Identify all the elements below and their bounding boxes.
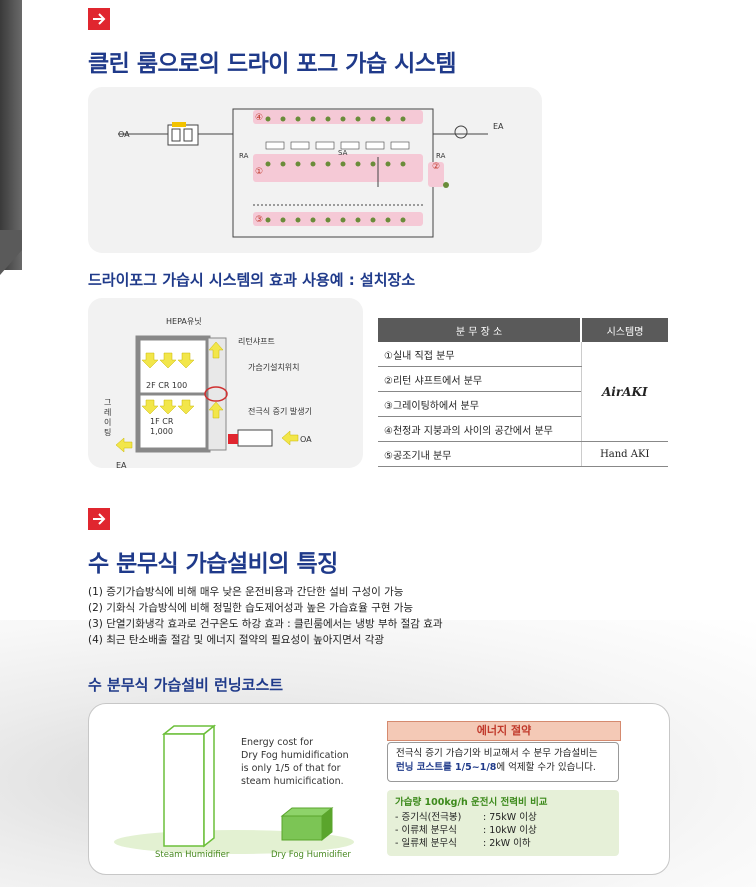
steam-humidifier-bar [161, 724, 217, 848]
table-cell-location: ②리턴 샤프트에서 분무 [378, 366, 581, 392]
table-cell-location: ①실내 직접 분무 [378, 342, 581, 367]
diagram-marker-2: ② [432, 162, 440, 172]
saving-note: 전극식 증기 가습기와 비교해서 수 분무 가습설비는 런닝 코스트를 1/5~… [387, 742, 619, 782]
power-compare-box: 가습량 100kg/h 운전시 전력비 비교 - 증기식(전극봉): 75kW … [387, 790, 619, 856]
section1-title: 클린 룸으로의 드라이 포그 가습 시스템 [88, 51, 457, 77]
diagram-marker-4: ④ [255, 113, 263, 123]
compare-title: 가습량 100kg/h 운전시 전력비 비교 [395, 797, 548, 808]
steam-humidifier-label: Steam Humidifier [155, 850, 230, 860]
building-diagram: HEPA유닛 리턴샤프트 가습기설치위치 전극식 증기 발생기 2F CR 10… [115, 316, 312, 470]
table-row: ⑤공조기내 분무 Hand AKI [378, 441, 668, 467]
diagram-oa-label: OA [118, 130, 130, 139]
energy-note-line: Energy cost for [241, 737, 314, 748]
energy-saving-tag: 에너지 절약 [387, 721, 621, 741]
energy-note-line: Dry Fog humidification [241, 750, 349, 761]
clean-room-system-diagram: OA EA RA RA SA ④ ① ② ③ [118, 108, 504, 238]
table-cell-location: ③그레이팅하에서 분무 [378, 391, 581, 417]
cost-bar-chart [114, 724, 354, 854]
dry-fog-humidifier-bar [280, 806, 334, 842]
install-location-table: 분 무 장 소 시스템명 ①실내 직접 분무 AirAKI ②리턴 샤프트에서 … [378, 318, 668, 467]
building-oa-label: OA [300, 435, 312, 444]
energy-note-line: is only 1/5 of that for [241, 763, 341, 774]
compare-list: - 증기식(전극봉): 75kW 이상 - 이류체 분무식: 10kW 이상 -… [395, 811, 611, 850]
compare-row: - 일류체 분무식: 2kW 이하 [395, 838, 531, 849]
floor1-label-b: 1,000 [150, 427, 173, 436]
table-row: ④천정과 지붕과의 사이의 공간에서 분무 [378, 416, 668, 442]
diagram-ra-right-label: RA [436, 152, 446, 160]
hepa-label: HEPA유닛 [166, 316, 202, 326]
table-header-system: 시스템명 [580, 318, 668, 342]
return-shaft-label: 리턴샤프트 [238, 336, 275, 346]
saving-text-emphasis: 런닝 코스트를 1/5~1/8 [396, 762, 497, 773]
saving-text-2: 에 억제할 수가 있습니다. [496, 762, 596, 773]
table-header-location: 분 무 장 소 [378, 318, 581, 342]
diagram-sa-label: SA [338, 149, 348, 157]
compare-row: - 이류체 분무식: 10kW 이상 [395, 825, 537, 836]
energy-note: Energy cost for Dry Fog humidification i… [241, 736, 349, 788]
clean-room-diagram-panel: OA EA RA RA SA ④ ① ② ③ [88, 87, 542, 253]
section4-title: 수 분무식 가습설비 런닝코스트 [88, 676, 284, 694]
table-row: ①실내 직접 분무 AirAKI [378, 342, 668, 442]
grating-label: 그레이팅 [104, 398, 112, 437]
feature-item: (2) 기화식 가습방식에 비해 정밀한 습도제어성과 높은 가습효율 구현 가… [88, 602, 414, 614]
humidifier-location-label: 가습기설치위치 [248, 362, 300, 372]
system-airaki: AirAKI [580, 342, 668, 442]
feature-list: (1) 증기가습방식에 비해 매우 낮은 운전비용과 간단한 설비 구성이 가능… [88, 584, 443, 648]
diagram-ea-label: EA [493, 122, 504, 131]
saving-text-1: 전극식 증기 가습기와 비교해서 수 분무 가습설비는 [396, 748, 598, 759]
floor1-label-a: 1F CR [150, 417, 174, 426]
feature-item: (3) 단열기화냉각 효과로 건구온도 하강 효과 : 클린룸에서는 냉방 부하… [88, 618, 443, 630]
section3-title: 수 분무식 가습설비의 특징 [88, 551, 338, 577]
table-cell-location: ⑤공조기내 분무 [378, 441, 581, 467]
feature-item: (1) 증기가습방식에 비해 매우 낮은 운전비용과 간단한 설비 구성이 가능 [88, 586, 404, 598]
section2-title: 드라이포그 가습시 시스템의 효과 사용예 : 설치장소 [88, 271, 416, 289]
diagram-marker-3: ③ [255, 215, 263, 225]
diagram-marker-1: ① [255, 167, 263, 177]
section3-arrow-icon [88, 508, 110, 530]
steam-generator-label: 전극식 증기 발생기 [248, 406, 312, 416]
feature-item: (4) 최근 탄소배출 절감 및 에너지 절약의 필요성이 높아지면서 각광 [88, 634, 385, 646]
side-strip-tip [0, 230, 22, 275]
building-diagram-panel: HEPA유닛 리턴샤프트 가습기설치위치 전극식 증기 발생기 2F CR 10… [88, 298, 363, 470]
diagram-ra-left-label: RA [239, 152, 249, 160]
running-cost-box: Energy cost for Dry Fog humidification i… [88, 703, 670, 875]
section1-arrow-icon [88, 8, 110, 30]
floor2-label: 2F CR 100 [146, 381, 187, 390]
building-ea-label: EA [116, 461, 127, 468]
dry-fog-humidifier-label: Dry Fog Humidifier [271, 850, 351, 860]
compare-row: - 증기식(전극봉): 75kW 이상 [395, 812, 537, 823]
table-row: ②리턴 샤프트에서 분무 [378, 366, 668, 392]
energy-note-line: steam humicification. [241, 776, 344, 787]
side-strip [0, 0, 22, 270]
table-row: ③그레이팅하에서 분무 [378, 391, 668, 417]
system-hand-aki: Hand AKI [580, 441, 668, 467]
table-cell-location: ④천정과 지붕과의 사이의 공간에서 분무 [378, 416, 581, 442]
